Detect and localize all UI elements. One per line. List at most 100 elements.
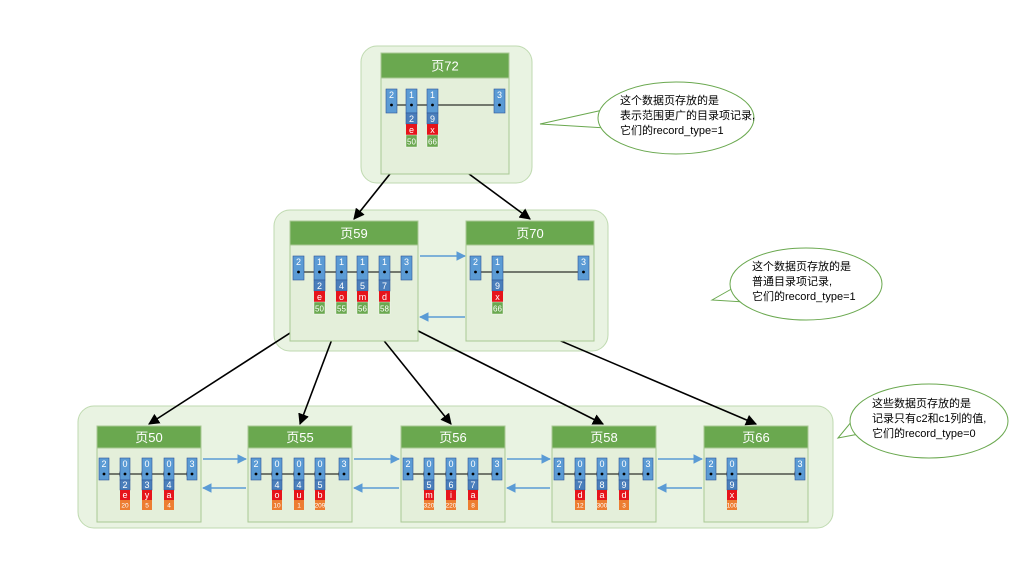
record-c1-cell (446, 500, 456, 510)
record-page-cell (356, 301, 369, 315)
record-type-label: 0 (166, 459, 171, 469)
supremum-dot (798, 472, 802, 476)
callout-bubble (729, 247, 883, 321)
record-c2-cell (406, 124, 417, 135)
record-key: 7 (577, 480, 582, 490)
record-type-label: 0 (426, 459, 431, 469)
next-pointer-dot (406, 472, 410, 476)
record-c2-cell (468, 490, 478, 500)
record-c2-cell (619, 490, 629, 500)
record-page-no: 55 (337, 305, 346, 314)
callout-line: 这个数据页存放的是 (620, 93, 719, 107)
record-key: 5 (360, 281, 365, 291)
page-header (289, 220, 419, 246)
record-c1-cell (619, 500, 629, 510)
record-c2: x (730, 490, 735, 500)
record-type-label: 0 (296, 459, 301, 469)
supremum-dot (342, 472, 346, 476)
next-pointer-dot (557, 472, 561, 476)
record-type-label: 2 (473, 257, 478, 267)
record-type-label: 0 (577, 459, 582, 469)
record-type-label: 3 (494, 459, 499, 469)
record-type-label: 3 (645, 459, 650, 469)
record-key: 5 (317, 480, 322, 490)
record-key: 8 (599, 480, 604, 490)
page-header (465, 220, 595, 246)
record-c2: d (621, 490, 626, 500)
callout-bubble (597, 81, 755, 155)
record-type-label: 2 (708, 459, 713, 469)
record-c2: e (317, 292, 322, 302)
record-c2-cell (272, 490, 282, 500)
record-c1: 1 (297, 503, 301, 510)
record-type-label: 0 (599, 459, 604, 469)
next-pointer-dot (622, 472, 626, 476)
record-c1: 10 (273, 503, 281, 510)
record-page-no: 66 (428, 138, 437, 147)
record-c2: x (495, 292, 500, 302)
callout-line: 表示范围更广的目录项记录, (620, 108, 755, 122)
record-type-label: 3 (404, 257, 409, 267)
next-pointer-dot (474, 270, 477, 274)
record-key: 7 (382, 281, 387, 291)
next-pointer-dot (275, 472, 279, 476)
record-c2-cell (575, 490, 585, 500)
record-key: 9 (430, 114, 435, 124)
page-header (551, 425, 657, 449)
record-page-cell (491, 301, 504, 315)
record-c2-cell (424, 490, 434, 500)
next-pointer-dot (431, 103, 434, 107)
record-type-label: 2 (556, 459, 561, 469)
page-title: 页55 (286, 430, 313, 445)
supremum-record (493, 88, 506, 114)
next-pointer-dot (600, 472, 604, 476)
callout-line: 这些数据页存放的是 (872, 396, 971, 410)
record-page-cell (378, 301, 391, 315)
record-c2: x (430, 125, 435, 135)
callout-tail (539, 109, 607, 129)
record-c1-cell (272, 500, 282, 510)
next-pointer-dot (709, 472, 713, 476)
callout-line: 普通目录项记录, (752, 274, 832, 288)
record-type-label: 2 (101, 459, 106, 469)
record-c1-cell (597, 500, 607, 510)
next-pointer-dot (449, 472, 453, 476)
record-c1: 12 (576, 503, 584, 510)
record-c2-cell (314, 291, 325, 302)
record-c1: 300 (597, 503, 608, 510)
record-key: 5 (426, 480, 431, 490)
record-c2-cell (120, 490, 130, 500)
record-type-label: 3 (341, 459, 346, 469)
record-c2-cell (427, 124, 438, 135)
next-pointer-dot (340, 270, 343, 274)
record-c2-cell (379, 291, 390, 302)
supremum-record (642, 457, 654, 481)
record-c2: a (166, 490, 171, 500)
callout-line: 它们的record_type=1 (752, 289, 856, 303)
next-pointer-dot (318, 270, 321, 274)
record-type-label: 1 (495, 257, 500, 267)
record-type-label: 0 (448, 459, 453, 469)
callouts: 这个数据页存放的是表示范围更广的目录项记录,它们的record_type=1这个… (539, 81, 1009, 459)
record-c1: 8 (471, 503, 475, 510)
infimum-record (553, 457, 565, 481)
record-c1-cell (142, 500, 152, 510)
record-type-label: 0 (317, 459, 322, 469)
record-page-cell (405, 134, 418, 148)
page-header (400, 425, 506, 449)
next-pointer-dot (123, 472, 127, 476)
record-c2-cell (597, 490, 607, 500)
record-c2: d (577, 490, 582, 500)
record-c1: 209 (315, 503, 326, 510)
record-c2: e (409, 125, 414, 135)
record-c2: y (145, 490, 150, 500)
record-c1: 5 (145, 503, 149, 510)
record-c2: d (382, 292, 387, 302)
record-c2: u (296, 490, 301, 500)
next-pointer-dot (254, 472, 258, 476)
next-pointer-dot (297, 270, 300, 274)
record-type-label: 0 (470, 459, 475, 469)
